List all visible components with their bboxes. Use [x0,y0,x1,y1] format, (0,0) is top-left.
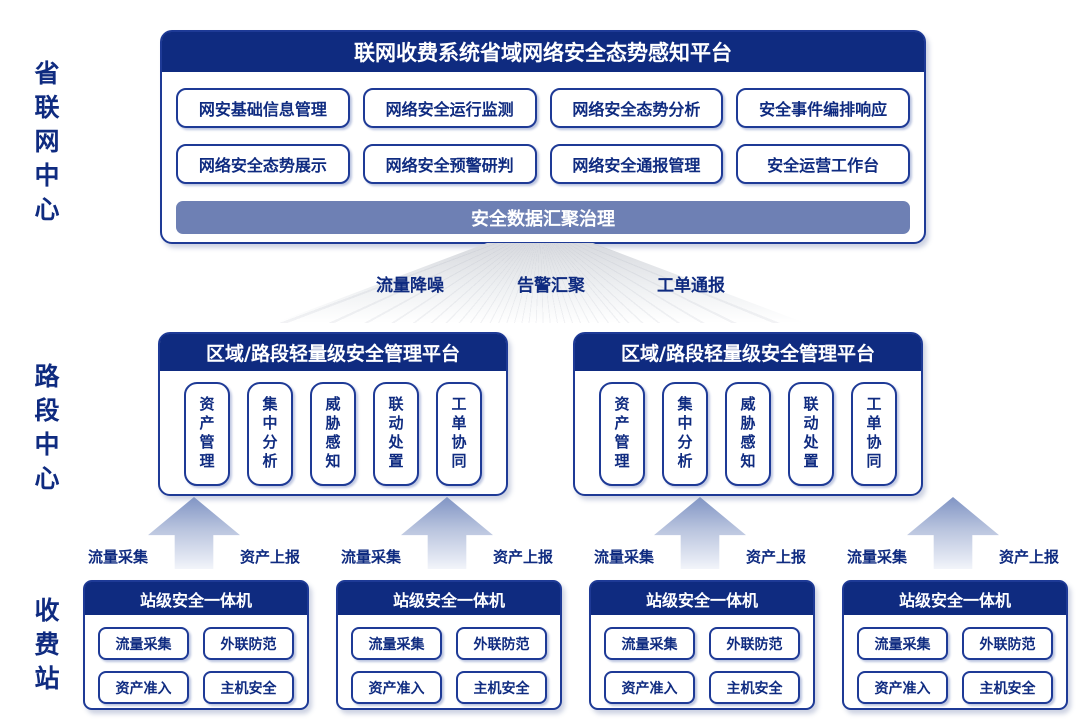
module-pill: 集中分析 [662,382,708,486]
section-platform-modules: 资产管理 集中分析 威胁感知 联动处置 工单协同 [160,371,506,486]
station-chip: 资产准入 [351,671,442,704]
arrow-label-asset-report: 资产上报 [239,548,300,566]
up-arrow-icon [907,497,999,569]
module-pill: 资产管理 [599,382,645,486]
module-chip: 网络安全通报管理 [549,144,724,184]
upload-arrow-group: 流量采集 资产上报 [341,497,553,569]
module-chip: 网络安全运行监测 [362,88,537,128]
tier-label-road-section-center: 路段中心 [31,363,60,499]
arrow-label-asset-report: 资产上报 [745,548,806,566]
flow-label-alert-aggregation: 告警汇聚 [517,276,585,296]
section-platform-panel: 区域/路段轻量级安全管理平台 资产管理 集中分析 威胁感知 联动处置 工单协同 [573,332,923,496]
station-panel: 站级安全一体机 流量采集 外联防范 资产准入 主机安全 [589,580,815,710]
section-platform-panel: 区域/路段轻量级安全管理平台 资产管理 集中分析 威胁感知 联动处置 工单协同 [158,332,508,496]
tier-label-province-center: 省联网中心 [31,60,60,230]
section-platform-title: 区域/路段轻量级安全管理平台 [575,334,921,371]
section-platform-modules: 资产管理 集中分析 威胁感知 联动处置 工单协同 [575,371,921,486]
station-chip: 资产准入 [857,671,948,704]
arrow-label-traffic-collect: 流量采集 [847,548,908,566]
up-arrow-icon [401,497,493,569]
station-chip: 外联防范 [203,627,294,660]
security-data-governance-bar: 安全数据汇聚治理 [176,201,910,234]
station-modules: 流量采集 外联防范 资产准入 主机安全 [844,615,1066,704]
station-chip: 外联防范 [962,627,1053,660]
module-pill: 联动处置 [373,382,419,486]
station-chip: 外联防范 [709,627,800,660]
upload-arrow-group: 流量采集 资产上报 [847,497,1059,569]
module-chip: 安全事件编排响应 [736,88,910,128]
station-panel: 站级安全一体机 流量采集 外联防范 资产准入 主机安全 [83,580,309,710]
arrow-label-traffic-collect: 流量采集 [341,548,402,566]
module-chip: 网络安全态势展示 [176,144,350,184]
station-chip: 外联防范 [456,627,547,660]
module-pill: 工单协同 [851,382,897,486]
flow-label-traffic-denoise: 流量降噪 [376,276,444,296]
up-arrow-icon [148,497,240,569]
station-title: 站级安全一体机 [591,582,813,615]
station-title: 站级安全一体机 [85,582,307,615]
station-title: 站级安全一体机 [844,582,1066,615]
module-chip: 网络安全态势分析 [549,88,724,128]
module-pill: 工单协同 [436,382,482,486]
arrow-label-traffic-collect: 流量采集 [88,548,149,566]
station-chip: 主机安全 [456,671,547,704]
station-modules: 流量采集 外联防范 资产准入 主机安全 [85,615,307,704]
module-chip: 网络安全预警研判 [362,144,537,184]
station-chip: 流量采集 [604,627,695,660]
module-pill: 威胁感知 [310,382,356,486]
station-chip: 主机安全 [203,671,294,704]
provincial-modules-row2: 网络安全态势展示 网络安全预警研判 网络安全通报管理 安全运营工作台 [162,144,924,184]
station-chip: 资产准入 [604,671,695,704]
station-chip: 资产准入 [98,671,189,704]
upload-arrow-group: 流量采集 资产上报 [88,497,300,569]
module-pill: 联动处置 [788,382,834,486]
provincial-platform-title: 联网收费系统省域网络安全态势感知平台 [162,32,924,72]
station-chip: 流量采集 [857,627,948,660]
module-chip: 网安基础信息管理 [176,88,350,128]
provincial-platform-panel: 联网收费系统省域网络安全态势感知平台 网安基础信息管理 网络安全运行监测 网络安… [160,30,926,244]
station-panel: 站级安全一体机 流量采集 外联防范 资产准入 主机安全 [842,580,1068,710]
arrow-label-traffic-collect: 流量采集 [594,548,655,566]
module-pill: 集中分析 [247,382,293,486]
station-chip: 主机安全 [962,671,1053,704]
arrow-label-asset-report: 资产上报 [492,548,553,566]
upload-arrow-group: 流量采集 资产上报 [594,497,806,569]
station-chip: 流量采集 [98,627,189,660]
section-platform-title: 区域/路段轻量级安全管理平台 [160,334,506,371]
station-title: 站级安全一体机 [338,582,560,615]
provincial-modules-row1: 网安基础信息管理 网络安全运行监测 网络安全态势分析 安全事件编排响应 [162,88,924,128]
station-modules: 流量采集 外联防范 资产准入 主机安全 [591,615,813,704]
station-modules: 流量采集 外联防范 资产准入 主机安全 [338,615,560,704]
station-panel: 站级安全一体机 流量采集 外联防范 资产准入 主机安全 [336,580,562,710]
up-arrow-icon [654,497,746,569]
module-pill: 威胁感知 [725,382,771,486]
tier-label-toll-station: 收费站 [31,597,60,699]
module-pill: 资产管理 [184,382,230,486]
flow-label-ticket-notification: 工单通报 [657,276,725,296]
module-chip: 安全运营工作台 [736,144,910,184]
station-chip: 主机安全 [709,671,800,704]
station-chip: 流量采集 [351,627,442,660]
arrow-label-asset-report: 资产上报 [998,548,1059,566]
